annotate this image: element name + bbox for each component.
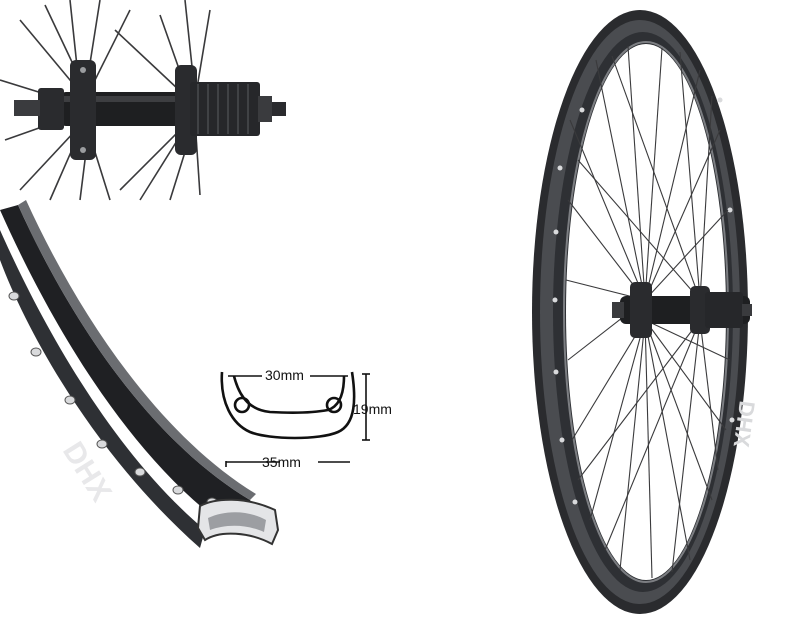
height-dimension	[362, 373, 370, 441]
rim-profile-shape	[220, 371, 356, 440]
height-label: 19mm	[353, 401, 392, 417]
hub-closeup	[0, 0, 286, 201]
inner-width-label: 30mm	[265, 367, 304, 383]
outer-width-dimension	[225, 461, 350, 467]
full-wheel: DHX	[532, 10, 760, 614]
outer-width-label: 35mm	[262, 454, 301, 470]
